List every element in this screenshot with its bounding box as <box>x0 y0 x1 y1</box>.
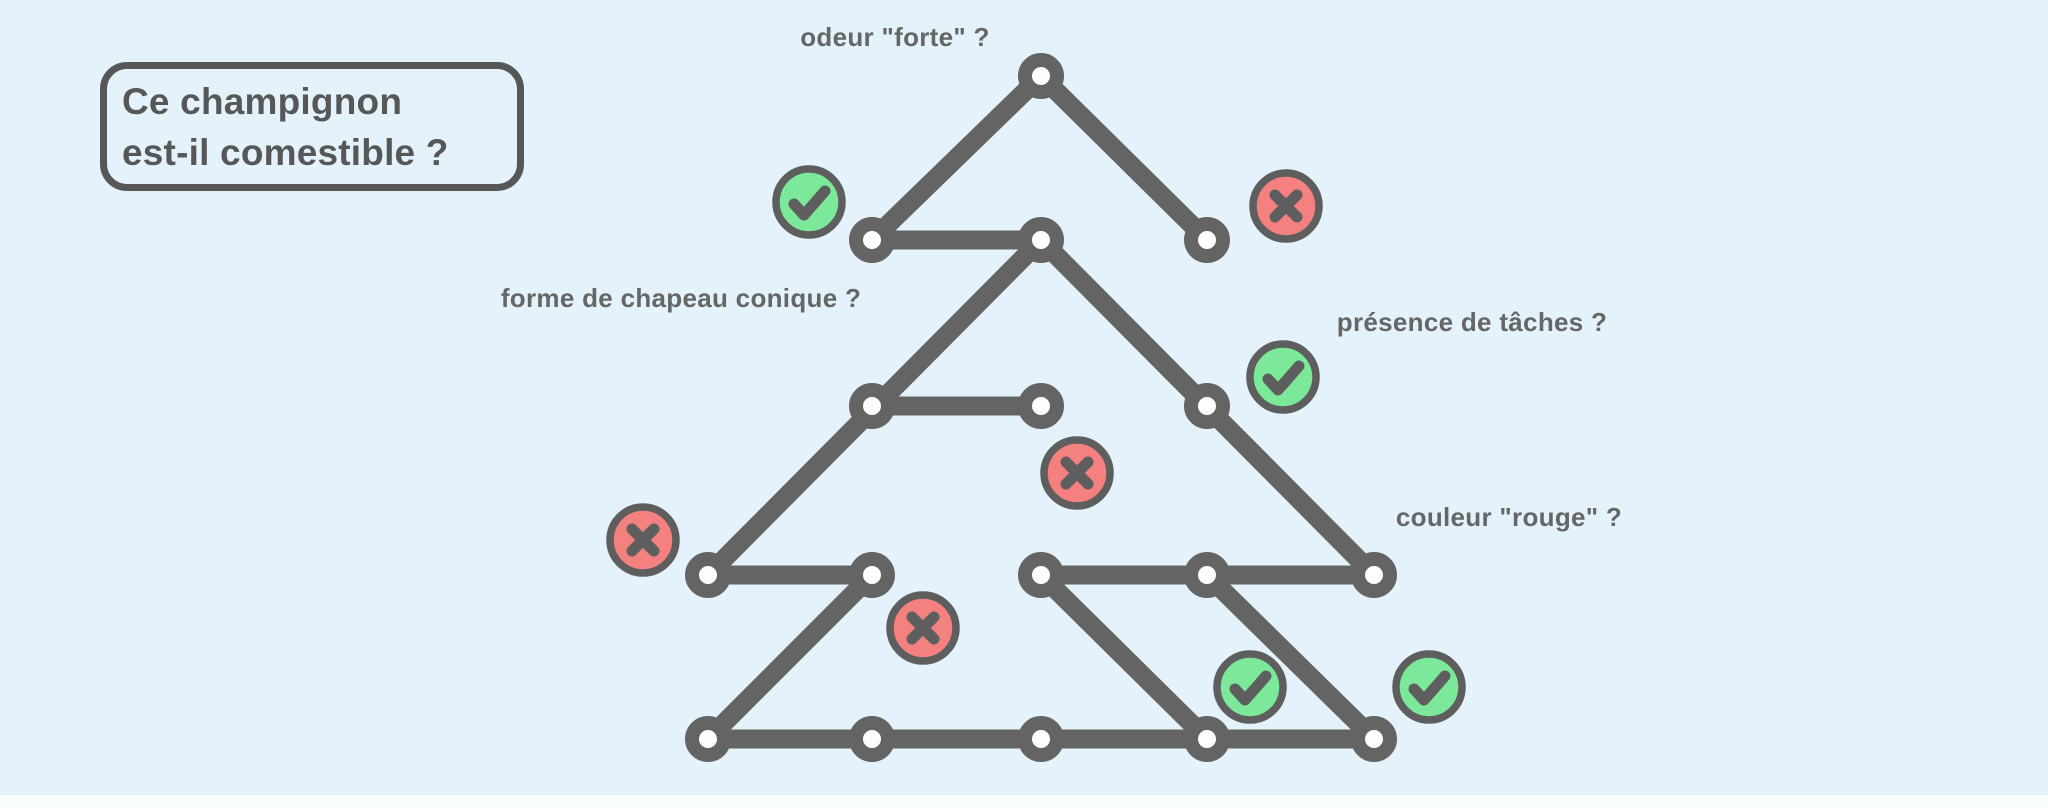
cross-icon <box>1060 456 1094 490</box>
tree-node <box>1018 217 1064 263</box>
question-label-color-red: couleur "rouge" ? <box>1396 502 1622 532</box>
cross-icon <box>626 523 660 557</box>
tree-node <box>1351 552 1397 598</box>
check-icon <box>1408 670 1451 706</box>
tree-node <box>1018 53 1064 99</box>
bottom-strip <box>0 795 2048 808</box>
question-label-cap-shape: forme de chapeau conique ? <box>501 283 861 313</box>
tree-edge <box>1197 565 1384 749</box>
tree-edge <box>862 66 1051 250</box>
title-line-1: Ce champignon <box>122 80 403 122</box>
tree-node <box>1018 716 1064 762</box>
tree-node <box>1351 716 1397 762</box>
tree-node <box>1184 383 1230 429</box>
edible-check-badge <box>1246 340 1320 414</box>
not-edible-cross-badge <box>1040 436 1114 510</box>
tree-node <box>1184 716 1230 762</box>
edible-check-badge <box>772 165 846 239</box>
tree-node <box>685 716 731 762</box>
check-icon <box>1262 360 1305 396</box>
tree-node <box>849 552 895 598</box>
not-edible-cross-badge <box>886 591 960 665</box>
edible-check-badge <box>1213 650 1287 724</box>
edible-check-badge <box>1392 650 1466 724</box>
question-label-odor: odeur "forte" ? <box>800 22 989 52</box>
tree-node <box>849 383 895 429</box>
tree-node <box>1184 552 1230 598</box>
title-line-2: est-il comestible ? <box>122 131 449 173</box>
title-box: Ce champignon est-il comestible ? <box>100 62 524 191</box>
not-edible-cross-badge <box>1249 169 1323 243</box>
tree-node <box>1184 217 1230 263</box>
check-icon <box>788 185 831 221</box>
cross-icon <box>906 611 940 645</box>
cross-icon <box>1269 189 1303 223</box>
tree-edge <box>1031 66 1217 250</box>
tree-node <box>1018 552 1064 598</box>
not-edible-cross-badge <box>606 503 680 577</box>
tree-edge <box>1031 565 1217 749</box>
question-label-spots: présence de tâches ? <box>1337 307 1607 337</box>
tree-node <box>849 217 895 263</box>
check-icon <box>1229 670 1272 706</box>
tree-node <box>1018 383 1064 429</box>
tree-node <box>685 552 731 598</box>
tree-edge <box>698 565 882 749</box>
tree-node <box>849 716 895 762</box>
